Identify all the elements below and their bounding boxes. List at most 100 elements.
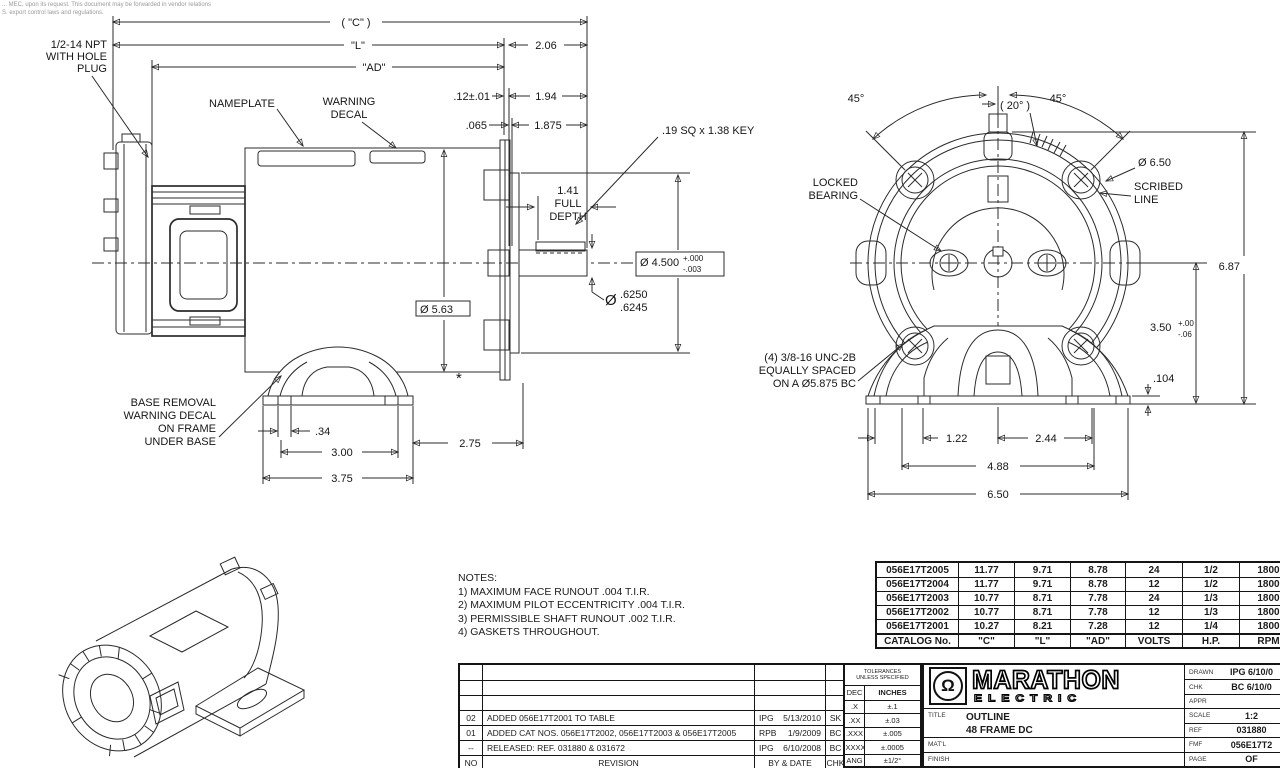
- title-value: OUTLINE: [966, 711, 1010, 723]
- dim-563: Ø 5.63: [420, 304, 453, 316]
- dim-375: 3.75: [331, 473, 352, 485]
- ref-label: REF: [1189, 726, 1202, 734]
- asterisk-mark: *: [456, 370, 462, 387]
- ref-value: 031880: [1236, 725, 1267, 736]
- warning-decal-label-1: WARNING: [323, 96, 376, 108]
- catalog-cell: 10.77: [958, 591, 1014, 605]
- dim-104: .104: [1153, 373, 1174, 385]
- base-removal-label-3: ON FRAME: [158, 423, 216, 435]
- appr-row: APPR: [1185, 693, 1280, 708]
- revision-no: 01: [460, 725, 482, 740]
- catalog-cell: 8.21: [1014, 619, 1070, 633]
- catalog-cell: 1/2: [1182, 577, 1239, 591]
- warning-decal-label-2: DECAL: [331, 109, 368, 121]
- revision-footer-no: NO: [460, 755, 482, 768]
- catalog-cell: 056E17T2004: [877, 577, 958, 591]
- fmf-value: 056E17T2: [1230, 739, 1273, 750]
- bolt-note-2: EQUALLY SPACED: [759, 365, 856, 377]
- revision-chk: BC: [825, 725, 845, 740]
- revision-footer-chk: CHK: [825, 755, 845, 768]
- catalog-cell: 9.71: [1014, 577, 1070, 591]
- dim-350-minus: -.06: [1178, 330, 1192, 339]
- tolerance-value: ±.03: [864, 713, 920, 727]
- catalog-header: "L": [1014, 633, 1070, 647]
- tolerance-block: TOLERANCES UNLESS SPECIFIED DEC INCHES .…: [843, 663, 922, 768]
- matl-label: MAT'L: [928, 741, 947, 749]
- revision-cell: [754, 680, 825, 695]
- base-removal-label-2: WARNING DECAL: [124, 410, 217, 422]
- catalog-cell: 24: [1125, 591, 1182, 605]
- drawn-value: IPG 6/10/0: [1229, 667, 1274, 678]
- dim-dia-650: Ø 6.50: [1138, 157, 1171, 169]
- revision-cell: [482, 665, 754, 680]
- revision-no: --: [460, 740, 482, 755]
- tolerance-value: ±.005: [864, 726, 920, 740]
- side-view-callouts: 1/2-14 NPT WITH HOLE PLUG NAMEPLATE WARN…: [46, 39, 398, 448]
- revision-cell: [482, 680, 754, 695]
- locked-bearing-label-2: BEARING: [808, 190, 858, 202]
- dim-350-plus: +.00: [1178, 319, 1194, 328]
- catalog-header: VOLTS: [1125, 633, 1182, 647]
- dim-c: ( "C" ): [341, 17, 370, 29]
- revision-by-date: IPG 5/13/2010: [754, 710, 825, 725]
- dim-300: 3.00: [331, 447, 352, 459]
- brand-name-line-2: ELECTRIC: [973, 692, 1082, 705]
- npt-label-1: 1/2-14 NPT: [51, 39, 108, 51]
- notes-block: NOTES: 1) MAXIMUM FACE RUNOUT .004 T.I.R…: [458, 572, 685, 640]
- dim-ad: "AD": [362, 62, 385, 74]
- catalog-cell: 7.78: [1070, 591, 1125, 605]
- catalog-cell: 12: [1125, 605, 1182, 619]
- tolerance-header: TOLERANCES UNLESS SPECIFIED: [845, 665, 920, 686]
- tolerance-header-line-2: UNLESS SPECIFIED: [856, 675, 909, 681]
- catalog-header: RPM: [1239, 633, 1280, 647]
- scribed-line-label-2: LINE: [1134, 194, 1158, 206]
- brand-logo: Ω MARATHON ELECTRIC: [924, 665, 1184, 709]
- dim-6245: .6245: [620, 302, 648, 314]
- catalog-cell: 1800: [1239, 577, 1280, 591]
- dim-shaft-pilot-plus: +.000: [683, 254, 704, 263]
- revision-cell: [460, 695, 482, 710]
- angle-45-left: 45°: [848, 93, 865, 105]
- nameplate-label: NAMEPLATE: [209, 98, 275, 110]
- catalog-cell: 11.77: [958, 577, 1014, 591]
- tolerance-value: ±.1: [864, 699, 920, 713]
- tolerance-value: ±1/2°: [864, 753, 920, 767]
- full-depth-3: DEPTH: [549, 211, 586, 223]
- dim-687: 6.87: [1219, 261, 1240, 273]
- finish-label: FINISH: [928, 755, 950, 763]
- revision-by-date: IPG 6/10/2008: [754, 740, 825, 755]
- catalog-cell: 11.77: [958, 563, 1014, 577]
- revision-footer-by-date: BY & DATE: [754, 755, 825, 768]
- scale-row: SCALE 1:2: [1185, 708, 1280, 722]
- dim-488: 4.88: [987, 461, 1008, 473]
- catalog-cell: 12: [1125, 619, 1182, 633]
- revision-footer-label: REVISION: [482, 755, 754, 768]
- revision-by: IPG: [759, 713, 774, 723]
- catalog-header: CATALOG No.: [877, 633, 958, 647]
- revision-date: 1/9/2009: [787, 728, 821, 738]
- tolerance-dec: .X: [845, 699, 864, 714]
- npt-label-2: WITH HOLE: [46, 51, 107, 63]
- catalog-cell: 8.78: [1070, 577, 1125, 591]
- catalog-cell: 7.28: [1070, 619, 1125, 633]
- dim-1875: 1.875: [534, 120, 562, 132]
- catalog-header: H.P.: [1182, 633, 1239, 647]
- key-note: .19 SQ x 1.38 KEY: [662, 125, 755, 137]
- tolerance-dec: .XXX: [845, 726, 864, 741]
- catalog-cell: 056E17T2002: [877, 605, 958, 619]
- scale-label: SCALE: [1189, 712, 1211, 720]
- dim-122: 1.22: [946, 433, 967, 445]
- scale-value: 1:2: [1244, 710, 1258, 721]
- catalog-cell: 10.27: [958, 619, 1014, 633]
- dim-350: 3.50: [1150, 322, 1171, 334]
- catalog-cell: 1/3: [1182, 591, 1239, 605]
- note-item: 2) MAXIMUM PILOT ECCENTRICITY .004 T.I.R…: [458, 599, 685, 611]
- chk-label: CHK: [1189, 683, 1203, 691]
- title-label: TITLE: [928, 711, 946, 719]
- catalog-cell: 8.78: [1070, 563, 1125, 577]
- dim-244: 2.44: [1035, 433, 1056, 445]
- bolt-note-1: (4) 3/8-16 UNC-2B: [764, 352, 856, 364]
- base-removal-label-1: BASE REMOVAL: [131, 397, 216, 409]
